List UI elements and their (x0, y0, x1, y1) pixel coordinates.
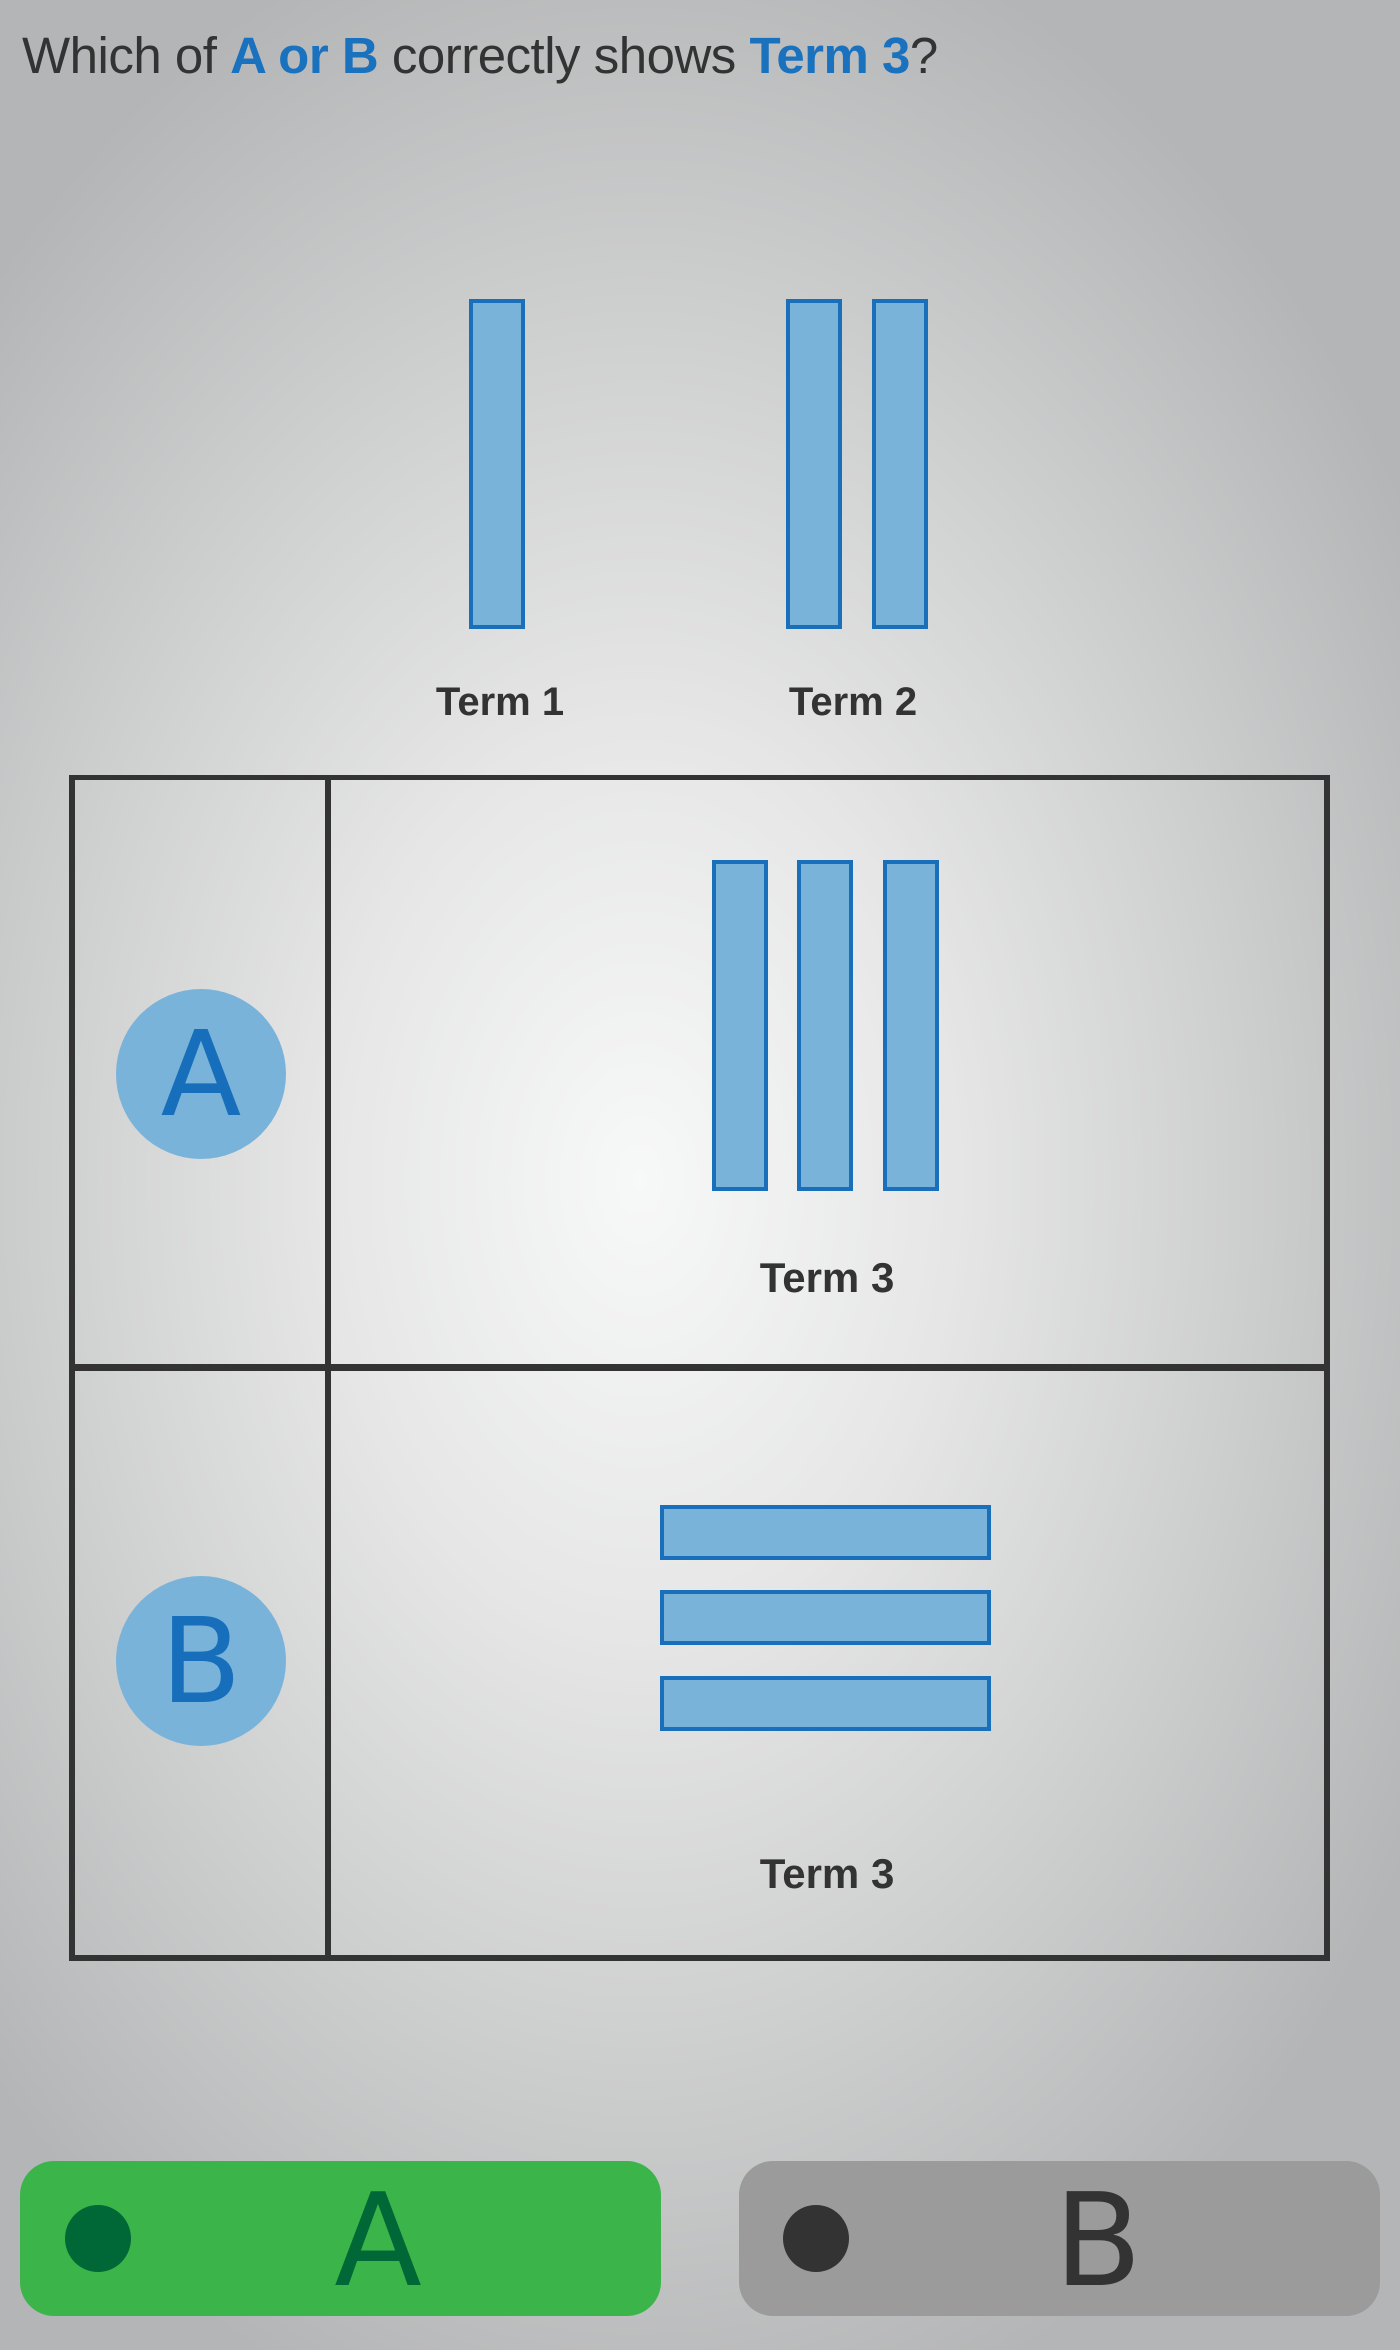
table-border-bottom (69, 1955, 1330, 1961)
table-row-divider (69, 1364, 1330, 1371)
option-b-bar (660, 1676, 991, 1731)
option-b-term-label: Term 3 (759, 1850, 895, 1897)
term-2-bar (786, 299, 842, 629)
term-1-label: Term 1 (435, 680, 565, 724)
option-a-term-label: Term 3 (759, 1254, 895, 1301)
question-prefix: Which of (22, 27, 231, 84)
radio-dot-icon (65, 2205, 131, 2272)
answer-a-button[interactable]: A (20, 2161, 661, 2316)
option-b-bar (660, 1505, 991, 1560)
option-b-badge: B (116, 1576, 286, 1746)
option-a-badge: A (116, 989, 286, 1159)
term-1-bar (469, 299, 525, 629)
term-2-bar (872, 299, 928, 629)
option-a-bar (712, 860, 768, 1191)
option-a-bar (883, 860, 939, 1191)
table-border-top (69, 775, 1330, 780)
option-a-bar (797, 860, 853, 1191)
option-b-bar (660, 1590, 991, 1645)
question-middle: correctly shows (378, 27, 750, 84)
question-options-highlight: A or B (230, 27, 379, 84)
question-term-highlight: Term 3 (749, 27, 910, 84)
question-title: Which of A or B correctly shows Term 3? (22, 26, 938, 85)
answer-b-button[interactable]: B (739, 2161, 1380, 2316)
radio-dot-icon (783, 2205, 849, 2272)
answer-b-label: B (1054, 2167, 1142, 2316)
question-suffix: ? (909, 27, 938, 84)
term-2-label: Term 2 (788, 680, 918, 724)
answer-a-label: A (334, 2167, 422, 2316)
